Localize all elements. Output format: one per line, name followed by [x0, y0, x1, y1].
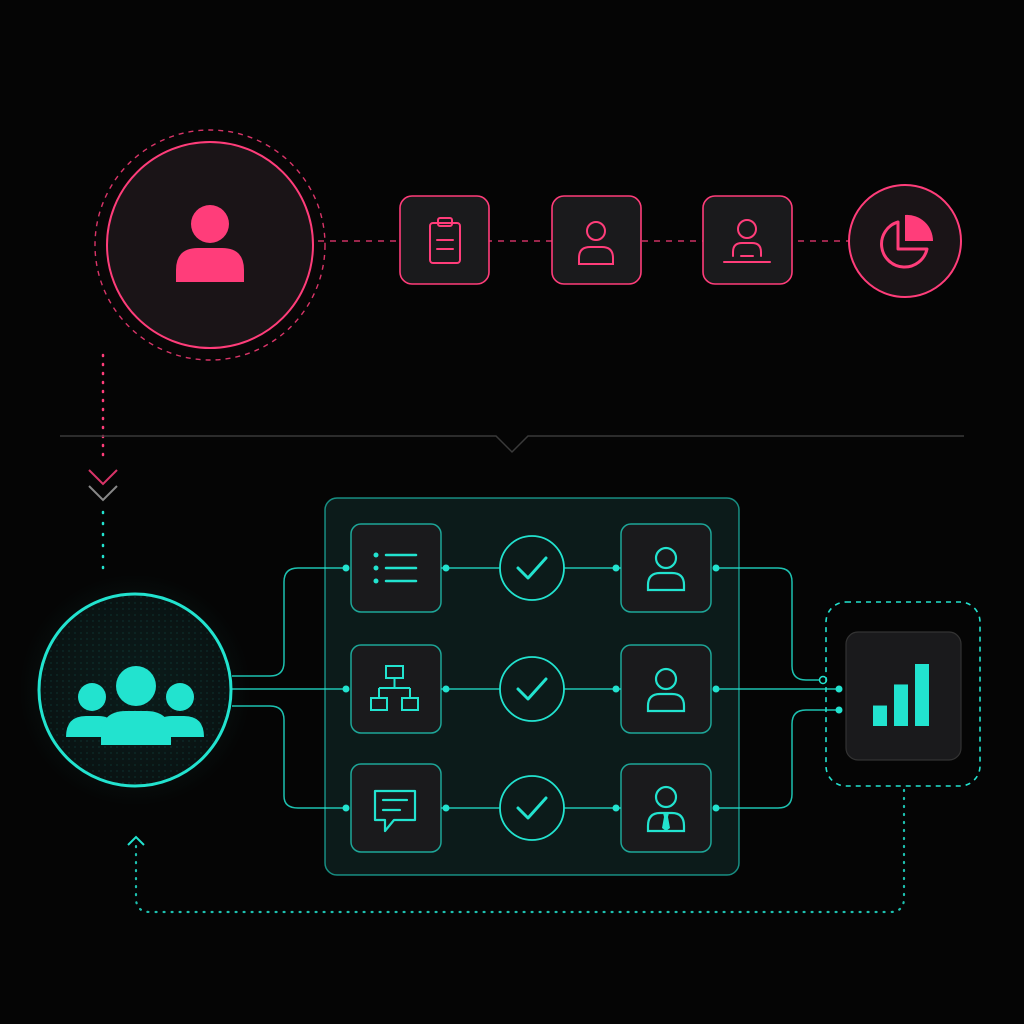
row-3-assignee-node[interactable]: [620, 763, 712, 853]
bar-chart-bar: [894, 684, 908, 726]
user-at-desk-icon: [723, 219, 771, 263]
bottom-result-node[interactable]: [825, 601, 981, 787]
clipboard-icon: [429, 217, 461, 264]
pie-chart-icon: [880, 214, 934, 269]
top-result-node[interactable]: [848, 184, 962, 298]
user-icon: [646, 546, 686, 592]
user-icon: [578, 221, 614, 265]
row-connectors: [441, 567, 621, 809]
top-step-user[interactable]: [551, 195, 642, 285]
row-2-assignee-node[interactable]: [620, 644, 712, 734]
check-icon: [516, 796, 548, 820]
top-flow: [92, 127, 962, 363]
top-source-node[interactable]: [92, 127, 328, 363]
user-icon: [646, 667, 686, 713]
org-chart-icon: [370, 665, 419, 711]
bottom-source-node[interactable]: [19, 574, 251, 806]
source-connectors: [232, 567, 346, 809]
connector-dots: [342, 564, 843, 812]
row-3-task-node[interactable]: [350, 763, 442, 853]
chevron-down-icon: [88, 469, 118, 486]
chevron-down-icon: [88, 485, 118, 502]
row-1-status-node[interactable]: [499, 535, 565, 601]
feedback-loop: [127, 788, 906, 914]
row-3-status-node[interactable]: [499, 775, 565, 841]
user-tie-icon: [646, 785, 686, 833]
bar-chart-icon: [873, 664, 929, 726]
arrow-up-icon: [127, 835, 145, 846]
row-1-task-node[interactable]: [350, 523, 442, 613]
chat-icon: [373, 789, 417, 833]
user-icon: [176, 205, 244, 282]
row-2-status-node[interactable]: [499, 656, 565, 722]
list-icon: [373, 552, 418, 584]
row-1-assignee-node[interactable]: [620, 523, 712, 613]
top-step-clipboard[interactable]: [399, 195, 490, 285]
bar-chart-bar: [915, 664, 929, 726]
output-connectors: [716, 567, 838, 809]
top-step-user-desk[interactable]: [702, 195, 793, 285]
check-icon: [516, 556, 548, 580]
check-icon: [516, 677, 548, 701]
section-divider: [60, 435, 964, 454]
section-transition: [88, 353, 118, 580]
group-users-icon: [66, 666, 204, 745]
bar-chart-bar: [873, 705, 887, 726]
row-2-task-node[interactable]: [350, 644, 442, 734]
bottom-flow: [19, 497, 981, 914]
